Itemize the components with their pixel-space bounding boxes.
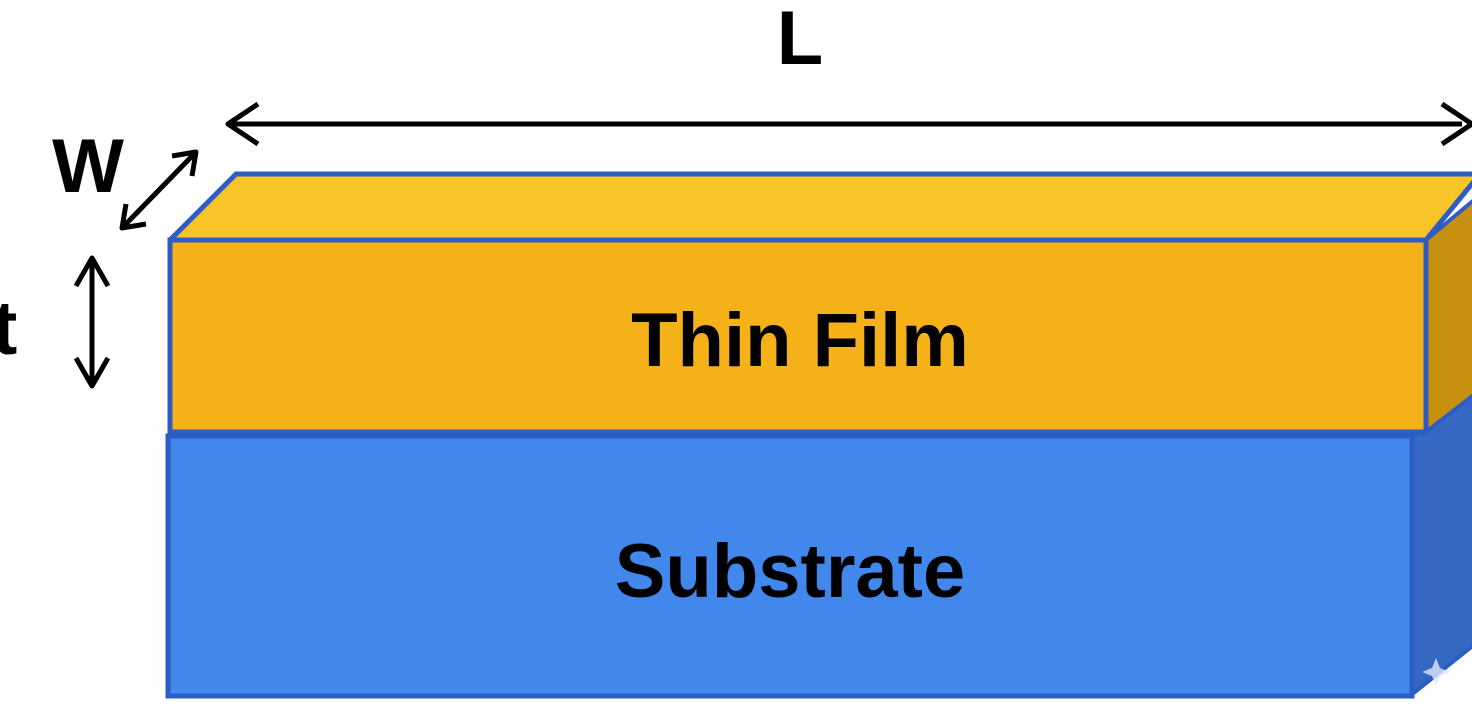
length-arrowhead-left bbox=[225, 101, 260, 147]
thickness-dimension: t bbox=[0, 255, 111, 389]
width-arrowhead-bottom bbox=[119, 203, 147, 231]
substrate-layer: Substrate bbox=[165, 384, 1472, 699]
width-label: W bbox=[52, 124, 124, 209]
substrate-label: Substrate bbox=[615, 529, 966, 614]
film-top-face bbox=[167, 171, 1472, 243]
length-arrowhead-right bbox=[1440, 101, 1472, 147]
substrate-front-face bbox=[165, 433, 1415, 699]
length-label: L bbox=[777, 0, 823, 81]
film-front-face bbox=[167, 237, 1429, 435]
thickness-arrowhead-bottom bbox=[73, 356, 111, 389]
sparkle-icon bbox=[1422, 658, 1450, 686]
thin-film-label: Thin Film bbox=[631, 298, 969, 383]
length-dimension: L bbox=[225, 0, 1472, 147]
width-arrow bbox=[120, 150, 198, 230]
width-dimension: W bbox=[52, 124, 199, 231]
thin-film-layer: Thin Film bbox=[167, 171, 1472, 435]
width-arrowhead-top bbox=[171, 149, 199, 177]
thickness-arrowhead-top bbox=[73, 255, 111, 288]
thickness-label: t bbox=[0, 286, 17, 371]
